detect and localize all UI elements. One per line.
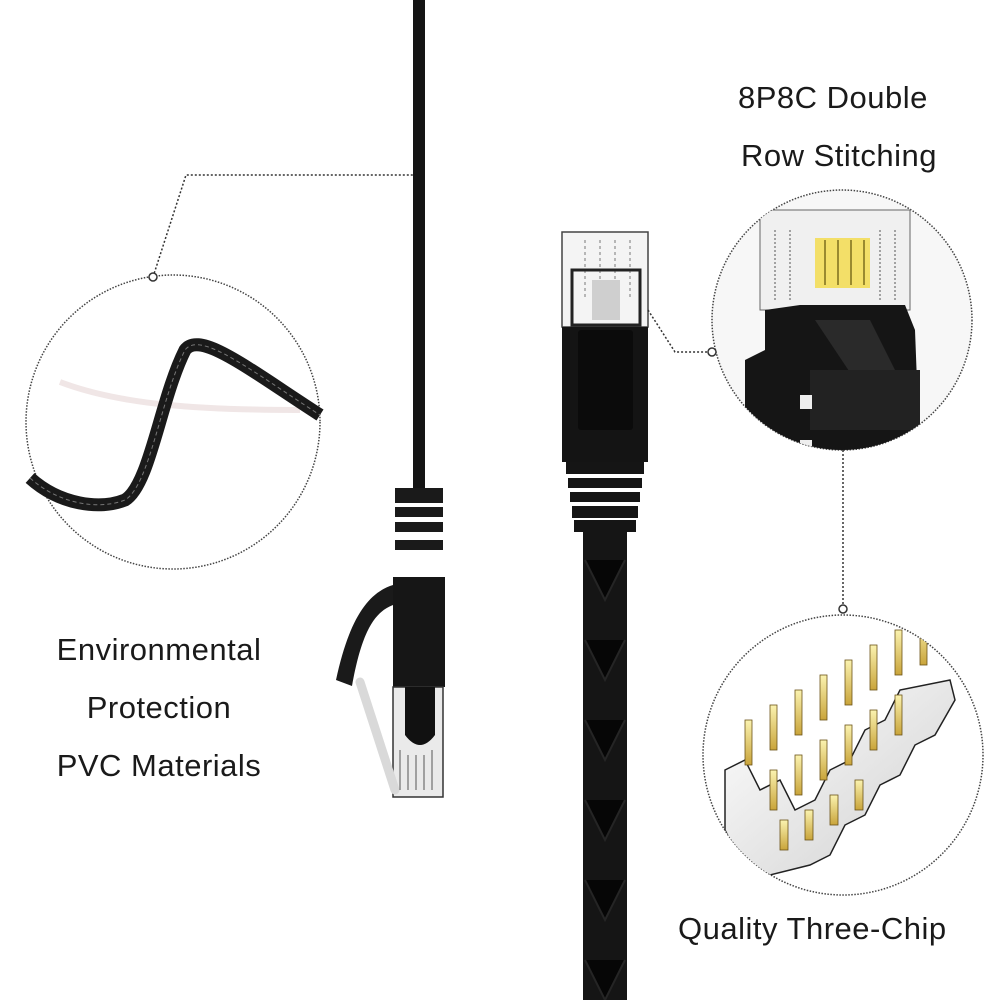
callout-pvc-line2: Protection (86, 690, 232, 725)
right-connector (561, 231, 649, 1000)
left-cable (336, 0, 445, 798)
callout-pvc-line1: Environmental (56, 632, 262, 667)
callout-three-chip: Quality Three-Chip (678, 911, 947, 946)
callout-pvc-line3: PVC Materials (56, 748, 262, 783)
gold-pins-closeup-icon (702, 604, 984, 896)
callout-double-row-line1: 8P8C Double (738, 80, 928, 115)
callout-double-row-line2: Row Stitching (741, 138, 938, 173)
flat-cable-closeup-icon (25, 174, 413, 570)
rj45-connector-closeup-icon (647, 189, 973, 607)
